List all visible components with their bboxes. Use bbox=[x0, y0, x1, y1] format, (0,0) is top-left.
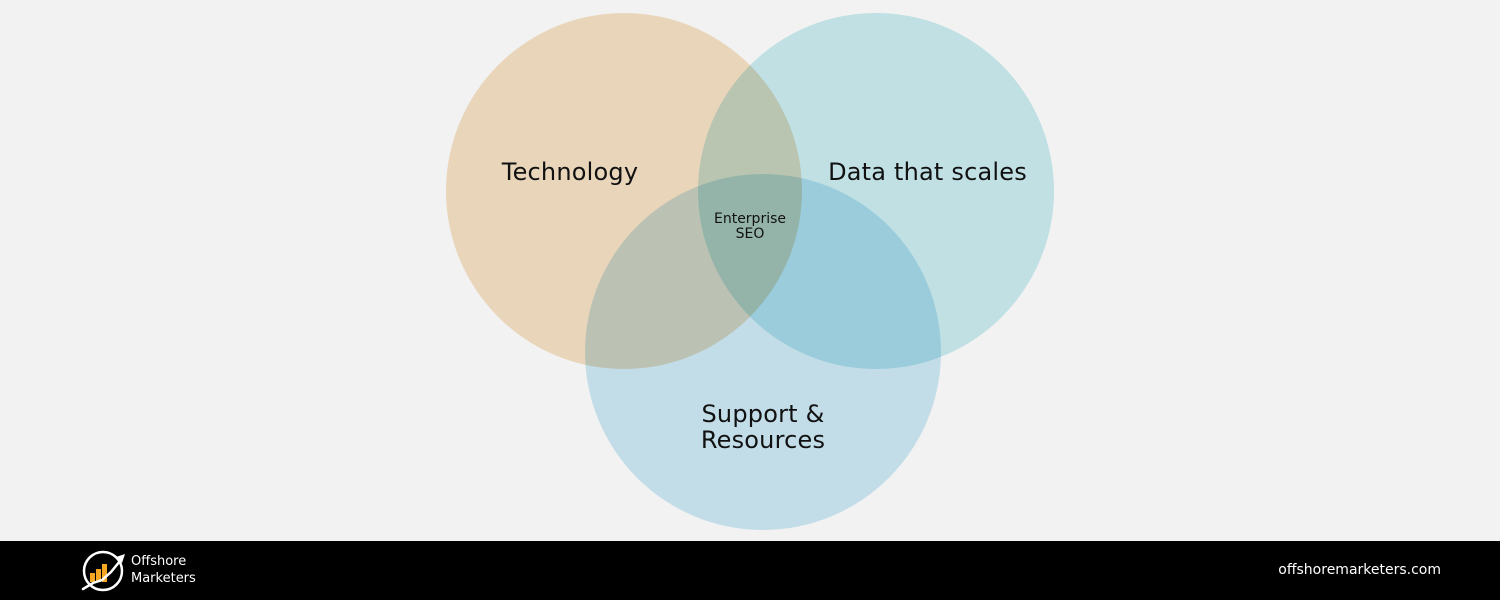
center-label: Enterprise SEO bbox=[705, 212, 795, 242]
footer-bar: Offshore Marketers offshoremarketers.com bbox=[0, 541, 1500, 600]
support-circle bbox=[585, 174, 941, 530]
venn-circles bbox=[446, 13, 1054, 530]
technology-label: Technology bbox=[501, 158, 639, 186]
support-label: Support & Resources bbox=[683, 401, 843, 453]
center-label-line1: Enterprise bbox=[713, 211, 787, 227]
brand-name-line2: Marketers bbox=[131, 571, 196, 586]
support-label-line2: Resources bbox=[700, 426, 826, 454]
support-label-line1: Support & bbox=[701, 400, 825, 428]
brand-name: Offshore Marketers bbox=[131, 553, 196, 587]
brand-logo[interactable]: Offshore Marketers bbox=[80, 549, 210, 594]
center-label-line2: SEO bbox=[735, 226, 765, 242]
brand-name-line1: Offshore bbox=[131, 554, 187, 569]
venn-diagram: Technology Data that scales Support & Re… bbox=[446, 13, 1054, 530]
rising-bar-chart-arrow-icon bbox=[81, 550, 125, 592]
data-label: Data that scales bbox=[828, 158, 1027, 186]
website-link[interactable]: offshoremarketers.com bbox=[1278, 562, 1441, 578]
